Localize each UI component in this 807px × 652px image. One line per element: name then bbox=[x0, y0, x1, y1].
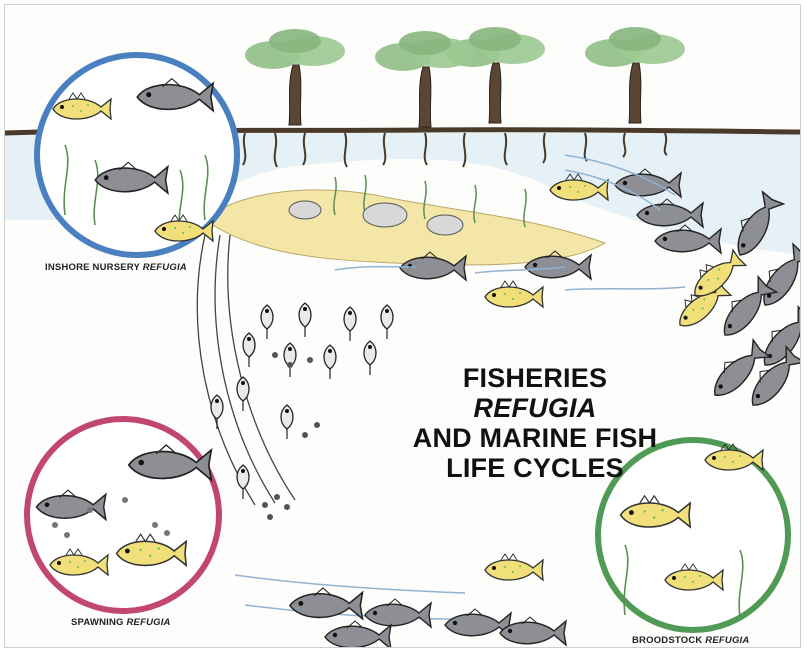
title-line-life-cycles: LIFE CYCLES bbox=[397, 453, 673, 483]
poster-title: FISHERIES REFUGIA AND MARINE FISH LIFE C… bbox=[397, 363, 673, 483]
title-line-fisheries: FISHERIES bbox=[397, 363, 673, 393]
inshore-label-emphasis: REFUGIA bbox=[143, 262, 187, 273]
title-line-refugia: REFUGIA bbox=[397, 393, 673, 423]
spawning-label-text: SPAWNING bbox=[71, 617, 126, 628]
spawning-circle bbox=[27, 419, 219, 611]
title-line-and-marine-fish: AND MARINE FISH bbox=[397, 423, 673, 453]
broodstock-label-emphasis: REFUGIA bbox=[705, 635, 749, 646]
broodstock-label: BROODSTOCK REFUGIA bbox=[632, 635, 749, 646]
spawning-label: SPAWNING REFUGIA bbox=[71, 617, 171, 628]
spawning-label-emphasis: REFUGIA bbox=[126, 617, 170, 628]
bottom-fish-school bbox=[290, 554, 566, 648]
inshore-label-text: INSHORE NURSERY bbox=[45, 262, 143, 273]
sand-bank bbox=[205, 190, 605, 265]
illustration-frame: FISHERIES REFUGIA AND MARINE FISH LIFE C… bbox=[4, 4, 801, 648]
broodstock-label-text: BROODSTOCK bbox=[632, 635, 705, 646]
larvae-arc-lines bbox=[197, 235, 295, 505]
inshore-nursery-circle bbox=[37, 55, 237, 255]
drifting-larvae bbox=[211, 303, 393, 499]
illustration-canvas bbox=[5, 5, 801, 648]
inshore-nursery-label: INSHORE NURSERY REFUGIA bbox=[45, 262, 187, 273]
mangrove-trees bbox=[245, 27, 685, 127]
